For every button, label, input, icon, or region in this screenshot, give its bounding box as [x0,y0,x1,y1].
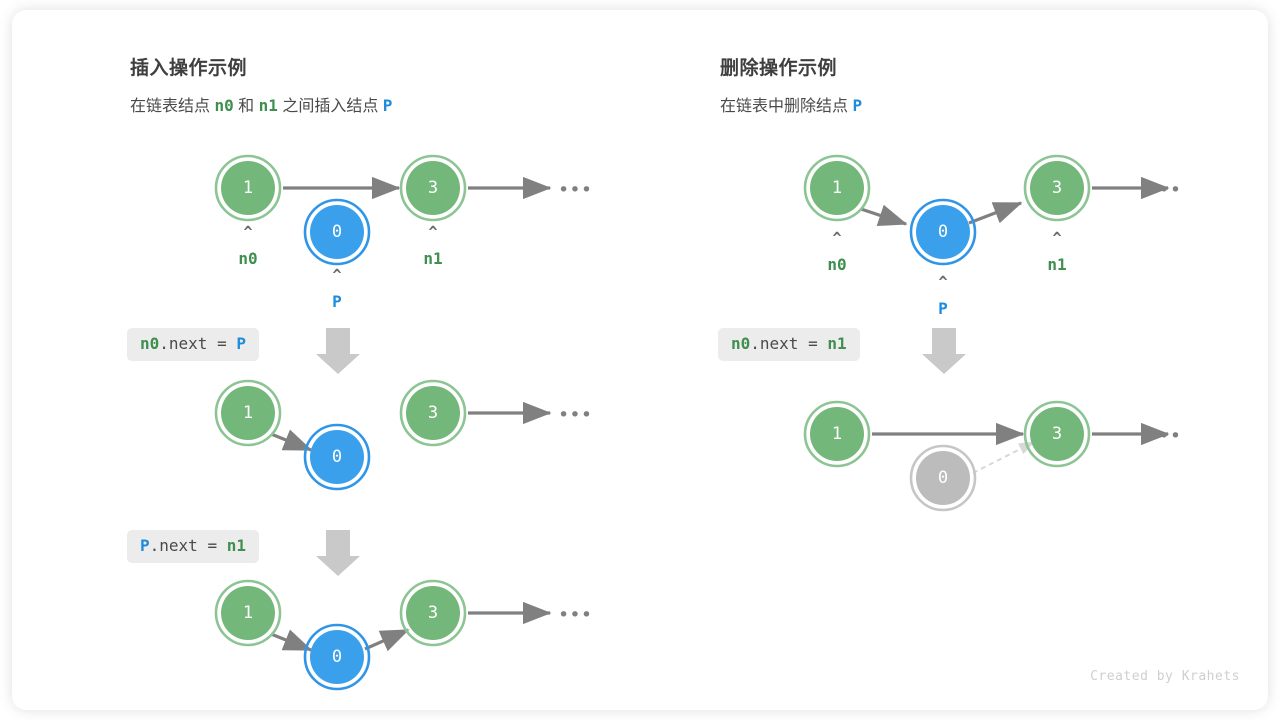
right-panel-title: 删除操作示例 [720,58,838,79]
node-p: 0 [909,198,977,266]
diagram-card: 插入操作示例 在链表结点 n0 和 n1 之间插入结点 P n0.next = … [12,10,1268,710]
right-row-initial: 1 ^ n0 0 ^ P 3 ^ [803,154,1181,318]
text-run-1: n0 [214,96,234,115]
text-run-2: n1 [226,536,246,555]
text-run-1: P [852,96,863,115]
text-run-0: P [140,536,150,555]
ellipsis-icon: ••• [558,604,592,626]
caret-icon: ^ [832,229,841,247]
text-run-0: n0 [731,334,751,353]
step-down-arrow-1 [316,328,360,374]
pointer-label-p: P [938,299,948,318]
ellipsis-icon: ••• [558,179,592,201]
text-run-4: 之间插入结点 [277,98,383,115]
pointer-label-n1: n1 [1047,255,1066,274]
node-value: 3 [428,603,438,623]
code-step-p-next-n1: P.next = n1 [127,530,259,563]
insert-operation-panel: 插入操作示例 在链表结点 n0 和 n1 之间插入结点 P n0.next = … [12,10,640,710]
node-value: 1 [243,403,253,423]
node-value: 0 [938,468,948,488]
text-run-0: n0 [140,334,160,353]
node-n1: 3 [1023,400,1091,468]
node-n0: 1 [214,379,282,447]
node-value: 0 [332,222,342,242]
node-n1: 3 [1023,154,1091,222]
text-run-3: n1 [258,96,278,115]
text-run-2: n1 [827,334,847,353]
dangling-link [972,441,1035,474]
caret-icon: ^ [243,223,252,241]
left-panel-title: 插入操作示例 [130,58,248,79]
left-row-after-step2: 1 0 3 ••• [214,579,592,691]
right-diagram-svg: 1 ^ n0 0 ^ P 3 ^ [803,154,1181,512]
left-diagram-svg: 1 ^ n0 0 ^ P 3 ^ [214,154,592,691]
node-value: 1 [832,424,842,444]
node-p-deleted: 0 [909,444,977,512]
node-value: 3 [1052,424,1062,444]
caret-icon: ^ [1052,229,1061,247]
node-value: 1 [243,603,253,623]
text-run-1: .next = [750,334,828,353]
step-down-arrow-1 [922,328,966,374]
pointer-label-n0: n0 [827,255,846,274]
node-n1: 3 [399,154,467,222]
ellipsis-icon: ••• [1147,425,1181,447]
node-p: 0 [303,623,371,691]
node-value: 0 [332,447,342,467]
credit-text: Created by Krahets [1090,669,1240,684]
caret-icon: ^ [938,273,947,291]
pointer-label-p: P [332,292,342,311]
node-p: 0 [303,423,371,491]
delete-operation-panel: 删除操作示例 在链表中删除结点 P n0.next = n1 [640,10,1268,710]
node-value: 3 [428,178,438,198]
node-n0: 1 [803,400,871,468]
text-run-1: .next = [159,334,237,353]
code-step-n0-next-n1: n0.next = n1 [718,328,860,361]
text-run-0: 在链表结点 [130,98,215,115]
right-row-after-delete: 1 0 3 ••• [803,400,1181,512]
left-row-after-step1: 1 0 3 ••• [214,379,592,491]
node-n1: 3 [399,579,467,647]
node-value: 0 [938,222,948,242]
node-n0: 1 [214,154,282,222]
text-run-0: 在链表中删除结点 [720,98,853,115]
node-n0: 1 [214,579,282,647]
step-down-arrow-2 [316,530,360,576]
pointer-label-n0: n0 [238,249,257,268]
right-panel-subtitle: 在链表中删除结点 P [720,92,862,116]
left-row-initial: 1 ^ n0 0 ^ P 3 ^ [214,154,592,311]
node-value: 0 [332,647,342,667]
node-n0: 1 [803,154,871,222]
text-run-5: P [382,96,393,115]
text-run-2: P [236,334,246,353]
left-panel-subtitle: 在链表结点 n0 和 n1 之间插入结点 P [130,92,392,116]
code-step-n0-next-p: n0.next = P [127,328,259,361]
pointer-label-n1: n1 [423,249,442,268]
node-n1: 3 [399,379,467,447]
node-p: 0 [303,198,371,266]
text-run-1: .next = [149,536,227,555]
caret-icon: ^ [428,223,437,241]
ellipsis-icon: ••• [1147,179,1181,201]
caret-icon: ^ [332,266,341,284]
ellipsis-icon: ••• [558,404,592,426]
text-run-2: 和 [233,98,259,115]
node-value: 1 [832,178,842,198]
node-value: 1 [243,178,253,198]
node-value: 3 [428,403,438,423]
node-value: 3 [1052,178,1062,198]
